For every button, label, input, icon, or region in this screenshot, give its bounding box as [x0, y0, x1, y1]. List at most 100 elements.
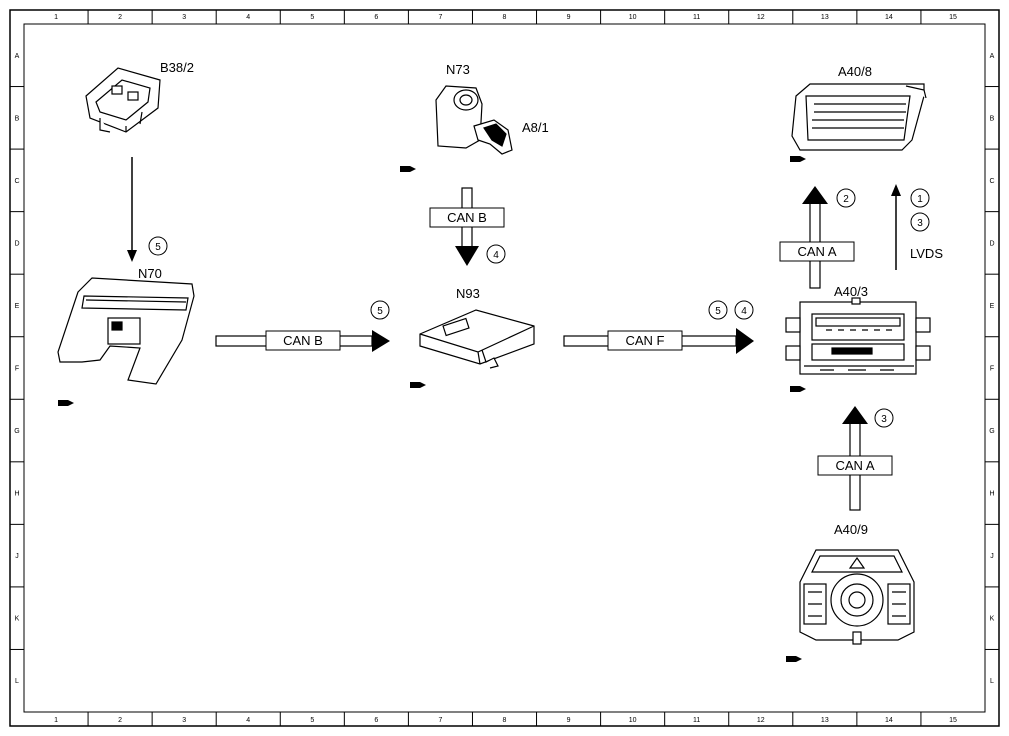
grid-column-label: 1 [54, 717, 58, 724]
grid-column-label: 10 [629, 14, 637, 21]
a8-1-label: A8/1 [522, 120, 549, 135]
can-a-lower-label: CAN A [835, 458, 874, 473]
grid-column-label: 1 [54, 14, 58, 21]
grid-row-label: G [989, 428, 994, 435]
grid-column-label: 8 [503, 717, 507, 724]
callout-number: 5 [155, 242, 161, 253]
can-b-bus-box [265, 330, 341, 351]
grid-column-label: 11 [693, 14, 700, 21]
can-f-bus-box [607, 330, 683, 351]
grid-column-label: 14 [885, 14, 893, 21]
a40-8-label: A40/8 [838, 64, 872, 79]
can-b-vertical-arrowhead [455, 246, 479, 266]
grid-row-label: B [15, 115, 20, 122]
callout-number: 4 [493, 250, 499, 261]
a40-3-head-unit-icon [785, 297, 931, 375]
grid-column-label: 2 [118, 717, 122, 724]
grid-row-label: K [15, 616, 20, 623]
b38-2-label: B38/2 [160, 60, 194, 75]
grid-column-label: 7 [438, 14, 442, 21]
grid-column-label: 15 [949, 717, 957, 724]
a40-3-label: A40/3 [834, 284, 868, 299]
a40-9-label: A40/9 [834, 522, 868, 537]
n73-label: N73 [446, 62, 470, 77]
n73-ignition-switch-icon [435, 85, 483, 149]
grid-row-label: A [990, 53, 995, 60]
lvds-label: LVDS [910, 246, 943, 261]
grid-column-label: 4 [246, 14, 250, 21]
grid-layer: 1122334455667788991010111112121313141415… [10, 10, 999, 726]
grid-column-label: 14 [885, 717, 893, 724]
inner-frame [23, 23, 986, 713]
grid-column-label: 5 [310, 717, 314, 724]
grid-column-label: 4 [246, 717, 250, 724]
grid-row-label: K [990, 616, 995, 623]
callout-number: 3 [917, 218, 923, 229]
grid-column-label: 9 [567, 717, 571, 724]
grid-row-label: L [990, 678, 994, 685]
note-icon [58, 400, 74, 406]
can-f-bus-label: CAN F [626, 333, 665, 348]
callout-circle [734, 300, 754, 320]
callout-number: 2 [843, 194, 849, 205]
grid-column-label: 12 [757, 14, 765, 21]
grid-column-label: 13 [821, 14, 829, 21]
grid-row-label: E [15, 303, 20, 310]
lvds-arrowhead [891, 184, 901, 196]
callout-number: 4 [741, 306, 747, 317]
callout-circle [148, 236, 168, 256]
grid-row-label: G [14, 428, 19, 435]
n93-label: N93 [456, 286, 480, 301]
can-b-bus-arrowhead [372, 330, 390, 352]
grid-row-label: F [990, 366, 994, 373]
can-a-lower-box [817, 455, 893, 476]
grid-column-label: 9 [567, 14, 571, 21]
b38-2-sensor-icon [85, 67, 161, 133]
callout-circle [910, 212, 930, 232]
grid-column-label: 13 [821, 717, 829, 724]
can-a-upper-box [779, 241, 855, 262]
grid-row-label: H [14, 491, 19, 498]
a40-8-display-icon [791, 83, 927, 151]
grid-column-label: 5 [310, 14, 314, 21]
note-icon [400, 166, 416, 172]
grid-row-label: D [989, 240, 994, 247]
can-a-upper-arrowhead [802, 186, 828, 204]
can-f-bus-arrowhead [736, 328, 754, 354]
n70-overhead-panel-icon [57, 277, 195, 385]
grid-column-label: 6 [374, 717, 378, 724]
note-icon [410, 382, 426, 388]
can-a-upper-label: CAN A [797, 244, 836, 259]
callout-number: 5 [715, 306, 721, 317]
grid-column-label: 8 [503, 14, 507, 21]
note-icon [790, 386, 806, 392]
n93-module-icon [419, 309, 535, 369]
can-b-vertical-box [429, 207, 505, 228]
callout-circle [874, 408, 894, 428]
a40-9-controller-icon [799, 549, 915, 645]
grid-row-label: B [990, 115, 995, 122]
grid-row-label: D [14, 240, 19, 247]
callout-circle [836, 188, 856, 208]
note-icon [790, 156, 806, 162]
grid-column-label: 6 [374, 14, 378, 21]
outer-frame [9, 9, 1000, 727]
grid-row-label: L [15, 678, 19, 685]
grid-column-label: 10 [629, 717, 637, 724]
a8-1-key-icon [473, 119, 513, 155]
can-a-lower-arrowhead [842, 406, 868, 424]
grid-column-label: 3 [182, 14, 186, 21]
grid-column-label: 12 [757, 717, 765, 724]
grid-row-label: J [15, 553, 19, 560]
grid-row-label: C [14, 178, 19, 185]
callout-circle [370, 300, 390, 320]
grid-column-label: 3 [182, 717, 186, 724]
callout-circle [486, 244, 506, 264]
grid-column-label: 11 [693, 717, 700, 724]
callout-circle [708, 300, 728, 320]
grid-row-label: F [15, 366, 19, 373]
grid-column-label: 7 [438, 717, 442, 724]
can-b-vertical-label: CAN B [447, 210, 487, 225]
